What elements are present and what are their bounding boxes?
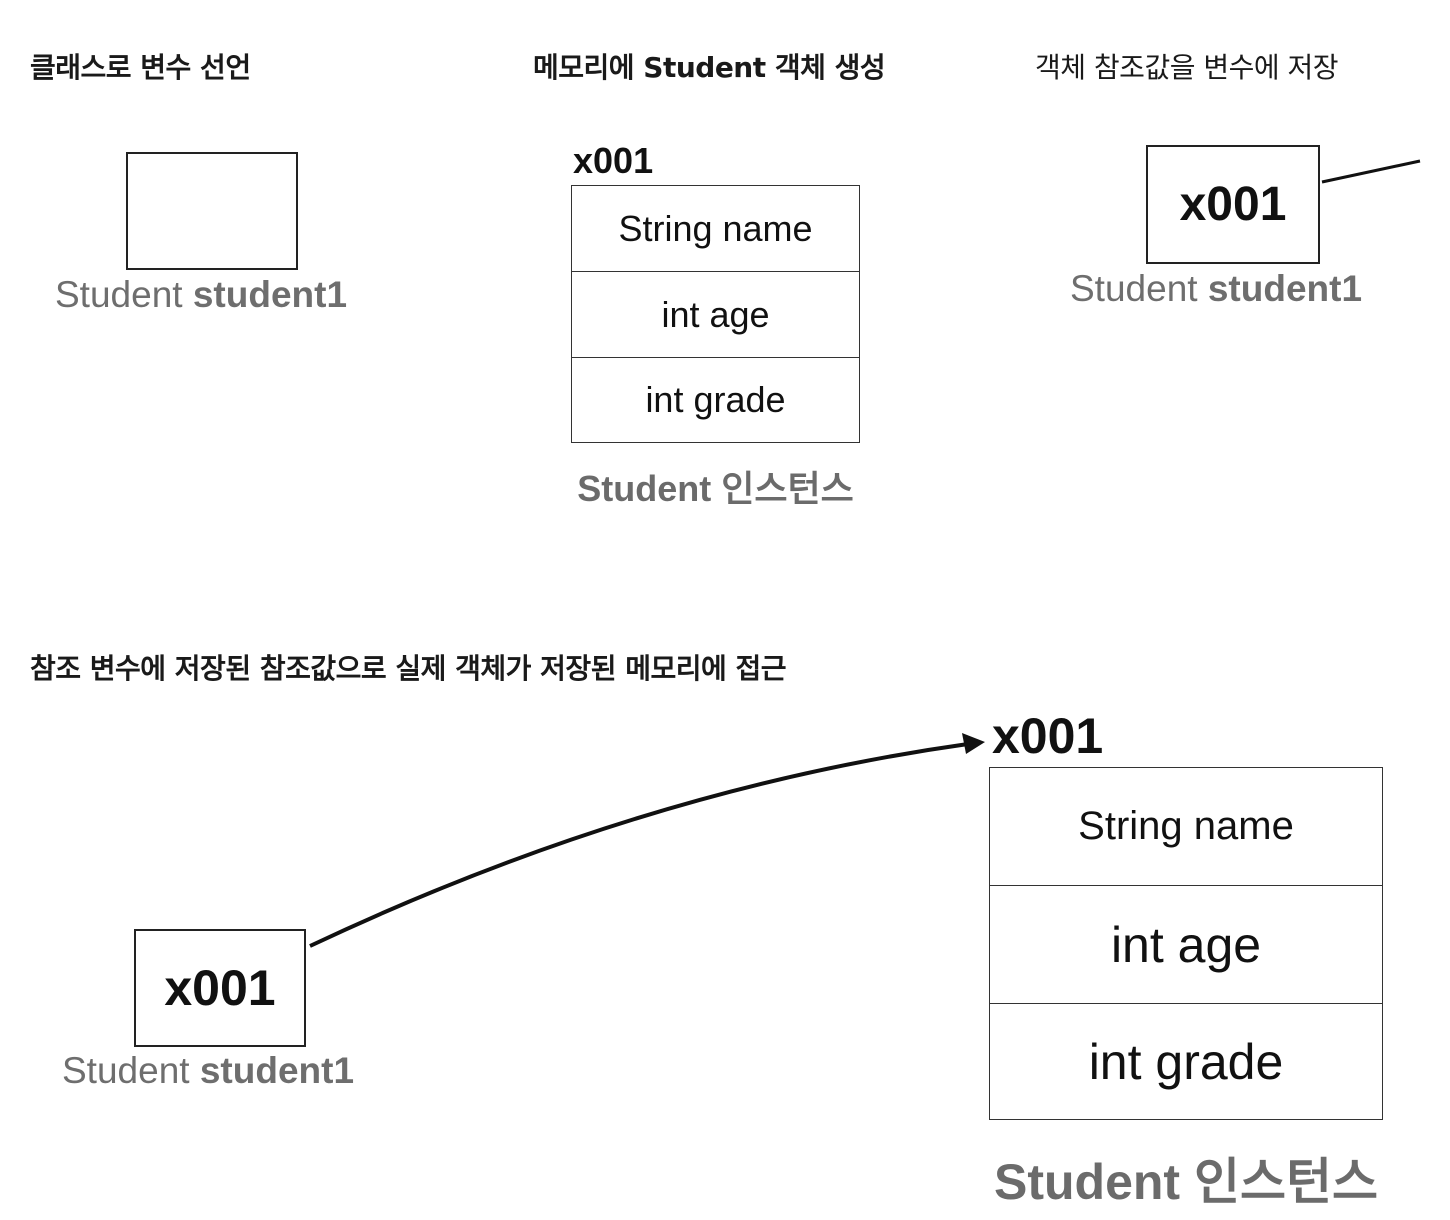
reference-value: x001 [164, 960, 276, 1016]
object-field: int age [572, 272, 859, 358]
variable-box-reference: x001 [134, 929, 306, 1047]
object-field: int grade [1088, 1033, 1284, 1090]
heading-store: 객체 참조값을 변수에 저장 [1035, 51, 1339, 84]
variable-box-empty [126, 152, 298, 270]
variable-caption: Student student1 [55, 274, 347, 316]
heading-declare: 클래스로 변수 선언 [30, 51, 251, 84]
variable-box-reference: x001 [1146, 145, 1320, 264]
object-field: String name [990, 768, 1382, 886]
object-field: String name [572, 186, 859, 272]
variable-caption: Student student1 [1070, 268, 1362, 310]
variable-name: student1 [1207, 268, 1363, 309]
instance-label: Student 인스턴스 [994, 1154, 1378, 1210]
reference-arrow [309, 742, 969, 948]
object-field: int age [990, 886, 1382, 1004]
heading-access: 참조 변수에 저장된 참조값으로 실제 객체가 저장된 메모리에 접근 [30, 652, 787, 685]
object-address: x001 [573, 140, 654, 181]
variable-type: Student [62, 1050, 190, 1091]
object-instance: String name int age int grade [989, 767, 1383, 1120]
variable-name: student1 [192, 274, 348, 315]
variable-name: student1 [199, 1050, 355, 1091]
arrow-head-icon [962, 733, 985, 754]
reference-line [1321, 159, 1421, 184]
heading-create: 메모리에 Student 객체 생성 [533, 51, 886, 84]
instance-label: Student 인스턴스 [577, 468, 854, 509]
object-field: int grade [645, 379, 786, 420]
variable-type: Student [1070, 268, 1198, 309]
reference-value: x001 [1179, 178, 1287, 231]
variable-caption: Student student1 [62, 1050, 354, 1092]
variable-type: Student [55, 274, 183, 315]
object-address: x001 [992, 708, 1104, 764]
object-instance: String name int age int grade [571, 185, 860, 443]
